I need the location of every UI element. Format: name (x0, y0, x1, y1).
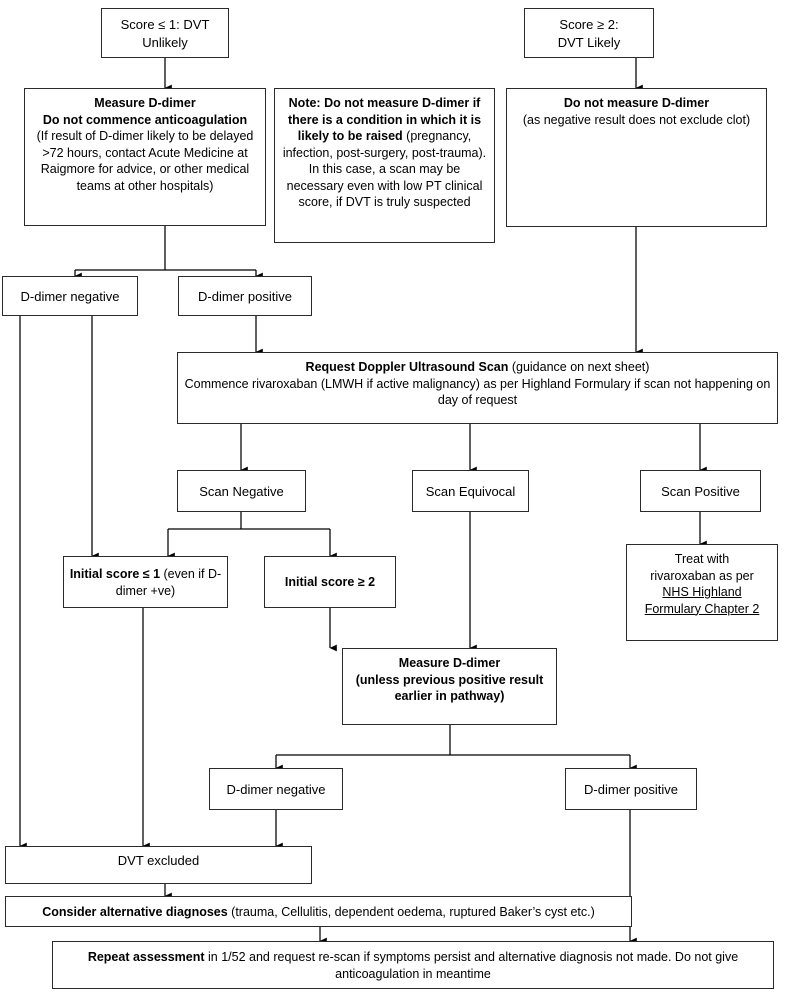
treat-line3: NHS Highland (662, 585, 742, 599)
node-initial-score-high[interactable]: Initial score ≥ 2 (264, 556, 396, 608)
consider-alternative-tail: (trauma, Cellulitis, dependent oedema, r… (227, 904, 595, 919)
node-initial-score-low[interactable]: Initial score ≤ 1 (even if D-dimer +ve) (63, 556, 228, 608)
node-treat-rivaroxaban[interactable]: Treat with rivaroxaban as per NHS Highla… (626, 544, 778, 641)
score-high-line1: Score ≥ 2: (559, 17, 619, 33)
treat-line2: rivaroxaban as per (650, 568, 754, 583)
measure-ddimer-2-bold1: Measure D-dimer (398, 656, 501, 670)
do-not-measure-body: (as negative result does not exclude clo… (522, 112, 751, 127)
note-body: (pregnancy, infection, post-surgery, pos… (282, 129, 487, 209)
request-scan-bold-tail: (guidance on next sheet) (508, 360, 650, 374)
treat-line4: Formulary Chapter 2 (644, 601, 760, 616)
measure-ddimer-top-body: (If result of D-dimer likely to be delay… (36, 129, 254, 193)
scan-positive-label: Scan Positive (661, 483, 740, 499)
node-repeat-assessment[interactable]: Repeat assessment in 1/52 and request re… (52, 941, 774, 989)
node-do-not-measure-ddimer[interactable]: Do not measure D-dimer (as negative resu… (506, 88, 767, 227)
consider-alternative-bold: Consider alternative diagnoses (42, 904, 228, 919)
node-request-scan[interactable]: Request Doppler Ultrasound Scan (guidanc… (177, 352, 778, 424)
score-high-line2: DVT Likely (557, 34, 621, 50)
node-consider-alternative[interactable]: Consider alternative diagnoses (trauma, … (5, 896, 632, 927)
initial-score-low-tail: (even if D-dimer +ve) (115, 567, 222, 598)
node-ddimer-positive-2[interactable]: D-dimer positive (565, 768, 697, 810)
ddimer-positive-2-label: D-dimer positive (584, 781, 678, 797)
scan-negative-label: Scan Negative (199, 483, 284, 499)
node-scan-positive[interactable]: Scan Positive (640, 470, 761, 512)
repeat-assessment-tail: in 1/52 and request re-scan if symptoms … (204, 950, 739, 981)
do-not-measure-bold: Do not measure D-dimer (563, 96, 710, 110)
dvt-excluded-label: DVT excluded (117, 853, 200, 868)
node-score-high[interactable]: Score ≥ 2: DVT Likely (524, 8, 654, 58)
measure-ddimer-top-bold2: Do not commence anticoagulation (42, 112, 248, 127)
request-scan-bold: Request Doppler Ultrasound Scan (305, 360, 509, 374)
request-scan-body: Commence rivaroxaban (LMWH if active mal… (184, 376, 771, 408)
node-note: Note: Do not measure D-dimer if there is… (274, 88, 495, 243)
node-score-low[interactable]: Score ≤ 1: DVT Unlikely (101, 8, 229, 58)
node-dvt-excluded[interactable]: DVT excluded (5, 846, 312, 884)
measure-ddimer-2-bold2: (unless previous positive result earlier… (355, 672, 544, 704)
measure-ddimer-top-bold1: Measure D-dimer (94, 96, 196, 110)
score-low-line2: Unlikely (142, 34, 188, 50)
node-measure-ddimer-top[interactable]: Measure D-dimer Do not commence anticoag… (24, 88, 266, 226)
scan-equivocal-label: Scan Equivocal (425, 483, 516, 499)
node-ddimer-negative-2[interactable]: D-dimer negative (209, 768, 343, 810)
initial-score-high-bold: Initial score ≥ 2 (284, 575, 376, 590)
node-ddimer-positive-1[interactable]: D-dimer positive (178, 276, 312, 316)
node-ddimer-negative-1[interactable]: D-dimer negative (2, 276, 138, 316)
ddimer-negative-1-label: D-dimer negative (20, 288, 120, 304)
note-bold: Note: Do not measure D-dimer if there is… (287, 96, 482, 143)
node-measure-ddimer-2[interactable]: Measure D-dimer (unless previous positiv… (342, 648, 557, 725)
initial-score-low-bold: Initial score ≤ 1 (69, 567, 161, 581)
ddimer-positive-1-label: D-dimer positive (198, 288, 292, 304)
ddimer-negative-2-label: D-dimer negative (226, 781, 326, 797)
treat-line1: Treat with (674, 552, 730, 566)
node-scan-equivocal[interactable]: Scan Equivocal (412, 470, 529, 512)
repeat-assessment-bold: Repeat assessment (87, 950, 205, 964)
node-scan-negative[interactable]: Scan Negative (177, 470, 306, 512)
score-low-line1: Score ≤ 1: DVT (120, 17, 210, 33)
